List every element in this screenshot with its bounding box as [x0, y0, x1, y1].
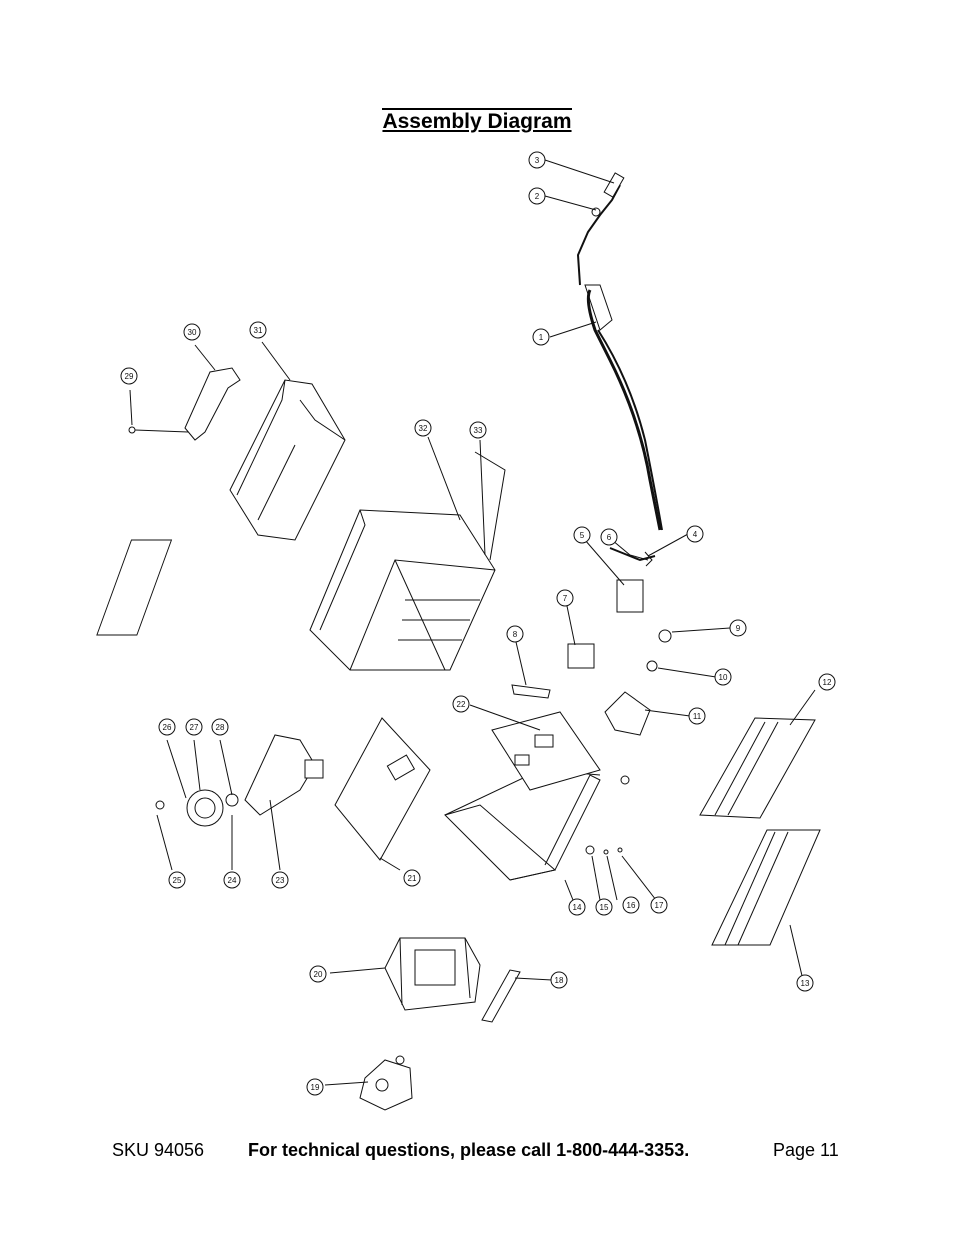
front-panel-22	[491, 711, 601, 791]
part-9	[658, 629, 672, 643]
callout-32: 32	[419, 424, 428, 433]
part-7	[567, 643, 595, 669]
callout-22: 22	[457, 700, 466, 709]
front-panel-21	[334, 717, 431, 861]
callout-24: 24	[228, 876, 237, 885]
part-8	[511, 684, 551, 699]
part-10	[646, 660, 658, 672]
side-panel-13	[711, 829, 821, 946]
side-panel-12	[699, 717, 816, 819]
callout-4: 4	[693, 530, 698, 539]
callout-1: 1	[539, 333, 544, 342]
part-5	[616, 579, 644, 613]
callout-29: 29	[125, 372, 134, 381]
callout-14: 14	[573, 903, 582, 912]
callout-30: 30	[188, 328, 197, 337]
callout-2: 2	[535, 192, 540, 201]
callout-10: 10	[719, 673, 728, 682]
callout-15: 15	[600, 903, 609, 912]
callout-markers	[120, 151, 836, 1096]
callout-17: 17	[655, 901, 664, 910]
callout-25: 25	[173, 876, 182, 885]
callout-21: 21	[408, 874, 417, 883]
callout-18: 18	[555, 976, 564, 985]
callout-9: 9	[736, 624, 741, 633]
page-title-wrap: Assembly Diagram	[0, 108, 954, 134]
callout-6: 6	[607, 533, 612, 542]
callout-20: 20	[314, 970, 323, 979]
callout-23: 23	[276, 876, 285, 885]
callout-28: 28	[216, 723, 225, 732]
callout-12: 12	[823, 678, 832, 687]
callout-31: 31	[254, 326, 263, 335]
callout-13: 13	[801, 979, 810, 988]
switch-assembly	[155, 734, 324, 827]
callout-3: 3	[535, 156, 540, 165]
callout-27: 27	[190, 723, 199, 732]
callout-19: 19	[311, 1083, 320, 1092]
callout-33: 33	[474, 426, 483, 435]
page-title: Assembly Diagram	[382, 108, 572, 133]
callout-5: 5	[580, 531, 585, 540]
carry-handle	[128, 367, 241, 441]
footer-page-number: Page 11	[773, 1140, 839, 1160]
base-tray	[444, 769, 601, 881]
part-11	[604, 691, 651, 736]
callout-7: 7	[563, 594, 568, 603]
callout-16: 16	[627, 901, 636, 910]
footer-sku: SKU 94056	[112, 1140, 205, 1160]
callout-26: 26	[163, 723, 172, 732]
callout-11: 11	[693, 712, 702, 721]
part-18	[481, 969, 521, 1023]
torch-cable	[576, 172, 663, 567]
callout-8: 8	[513, 630, 518, 639]
part-19	[359, 1055, 413, 1111]
top-cover	[229, 379, 346, 541]
transformer	[384, 937, 481, 1011]
callout-labels: 3 2 1 4 5 6 7 8 9 10 11 12 13 14 15 16 1…	[125, 156, 832, 1092]
footer-tech-support: For technical questions, please call 1-8…	[248, 1140, 690, 1160]
main-housing	[96, 509, 496, 671]
